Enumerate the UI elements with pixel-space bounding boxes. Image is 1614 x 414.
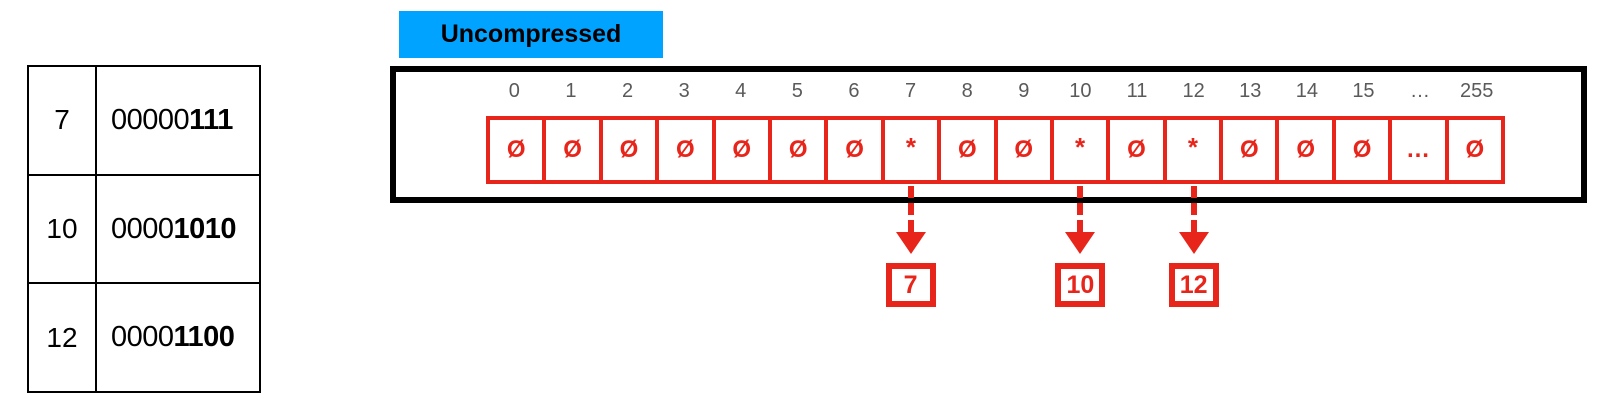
uncompressed-badge-label: Uncompressed bbox=[440, 20, 622, 48]
memory-cell-14[interactable]: Ø bbox=[1279, 120, 1332, 180]
memory-cell-…[interactable]: … bbox=[1392, 120, 1445, 180]
binary-significant-bits: 1010 bbox=[173, 212, 237, 245]
binary-prefix-bits: 0000 bbox=[111, 212, 174, 245]
pointer-arrowhead-7 bbox=[895, 232, 926, 254]
array-index-label-12: 12 bbox=[1182, 80, 1205, 102]
memory-cell-7[interactable]: * bbox=[884, 120, 938, 180]
memory-cell-0[interactable]: Ø bbox=[490, 120, 543, 180]
array-index-label-3: 3 bbox=[678, 80, 690, 102]
pointer-value-box-10[interactable]: 10 bbox=[1055, 263, 1106, 307]
pointer-arrowhead-12 bbox=[1178, 232, 1209, 254]
memory-cell-11[interactable]: Ø bbox=[1110, 120, 1163, 180]
pointer-dashed-line-7 bbox=[907, 152, 914, 232]
array-index-label-0: 0 bbox=[508, 80, 520, 102]
pointer-value-box-7[interactable]: 7 bbox=[885, 263, 936, 307]
memory-cell-9[interactable]: Ø bbox=[997, 120, 1050, 180]
array-index-label-15: 15 bbox=[1352, 80, 1375, 102]
memory-cell-2[interactable]: Ø bbox=[602, 120, 656, 180]
memory-cell-255[interactable]: Ø bbox=[1448, 120, 1502, 180]
memory-cell-6[interactable]: Ø bbox=[828, 120, 881, 180]
memory-cell-5[interactable]: Ø bbox=[771, 120, 825, 180]
decimal-value: 12 bbox=[29, 284, 97, 392]
memory-cell-15[interactable]: Ø bbox=[1335, 120, 1389, 180]
binary-prefix-bits: 0000 bbox=[111, 321, 174, 354]
pointer-value-box-12[interactable]: 12 bbox=[1168, 263, 1219, 307]
array-index-label-11: 11 bbox=[1126, 80, 1148, 102]
array-index-label-5: 5 bbox=[791, 80, 803, 102]
memory-cell-1[interactable]: Ø bbox=[546, 120, 599, 180]
pointer-arrowhead-10 bbox=[1065, 232, 1096, 254]
memory-cell-3[interactable]: Ø bbox=[659, 120, 712, 180]
memory-cell-10[interactable]: * bbox=[1053, 120, 1107, 180]
memory-cell-13[interactable]: Ø bbox=[1223, 120, 1276, 180]
array-index-label-10: 10 bbox=[1069, 80, 1092, 102]
array-index-label-6: 6 bbox=[848, 80, 860, 102]
memory-cell-4[interactable]: Ø bbox=[715, 120, 768, 180]
array-index-label-13: 13 bbox=[1239, 80, 1262, 102]
array-index-label-8: 8 bbox=[961, 80, 973, 102]
binary-significant-bits: 1100 bbox=[173, 321, 235, 354]
array-index-label-…: … bbox=[1410, 80, 1431, 102]
array-index-label-1: 1 bbox=[565, 80, 577, 102]
array-index-label-2: 2 bbox=[621, 80, 634, 102]
array-index-label-4: 4 bbox=[735, 80, 747, 102]
memory-cell-8[interactable]: Ø bbox=[941, 120, 994, 180]
binary-significant-bits: 111 bbox=[189, 103, 233, 136]
pointer-dashed-line-12 bbox=[1190, 152, 1197, 232]
decimal-value: 7 bbox=[29, 67, 97, 174]
uncompressed-badge: Uncompressed bbox=[399, 11, 663, 58]
binary-prefix-bits: 00000 bbox=[111, 103, 190, 136]
array-index-label-9: 9 bbox=[1018, 80, 1030, 102]
pointer-dashed-line-10 bbox=[1077, 152, 1084, 232]
memory-cell-12[interactable]: * bbox=[1166, 120, 1220, 180]
array-index-label-255: 255 bbox=[1459, 80, 1494, 102]
decimal-value: 10 bbox=[29, 175, 97, 283]
array-index-label-14: 14 bbox=[1295, 80, 1318, 102]
array-index-label-7: 7 bbox=[905, 80, 917, 102]
